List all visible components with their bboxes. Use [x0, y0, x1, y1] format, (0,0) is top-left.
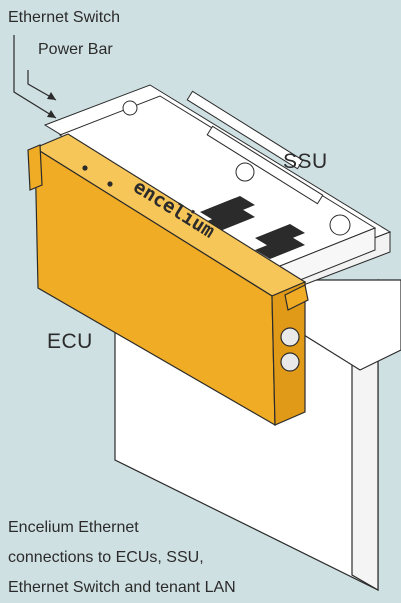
- fan-icon: [329, 214, 351, 236]
- ssu-label: SSU: [283, 150, 328, 173]
- ecu-mount-bracket: [284, 284, 309, 311]
- fan-icon: [235, 162, 255, 182]
- caption: Encelium Ethernet connections to ECUs, S…: [8, 513, 236, 603]
- fan-icon: [122, 100, 138, 116]
- network-ports: [205, 196, 305, 259]
- caption-line: connections to ECUs, SSU,: [8, 549, 204, 566]
- ecu-unit: [27, 133, 309, 427]
- ecu-label: ECU: [47, 330, 93, 353]
- screw-icon: [107, 181, 113, 187]
- power-bar-label: Power Bar: [38, 41, 113, 58]
- screw-icon: [82, 165, 88, 171]
- arrow-heads: [47, 92, 56, 118]
- caption-line: Encelium Ethernet: [8, 519, 139, 536]
- connector-icon: [280, 352, 300, 372]
- connector-icon: [280, 327, 300, 347]
- callout-arrows: [13, 35, 57, 119]
- ssu-unit: [58, 90, 377, 291]
- caption-line: Ethernet Switch and tenant LAN: [8, 579, 236, 596]
- vent-grille: [186, 90, 304, 170]
- vent-grille: [206, 125, 324, 205]
- ecu-network-ports: [200, 198, 250, 221]
- ethernet-switch-label: Ethernet Switch: [8, 9, 121, 26]
- ecu-mount-bracket: [27, 144, 43, 191]
